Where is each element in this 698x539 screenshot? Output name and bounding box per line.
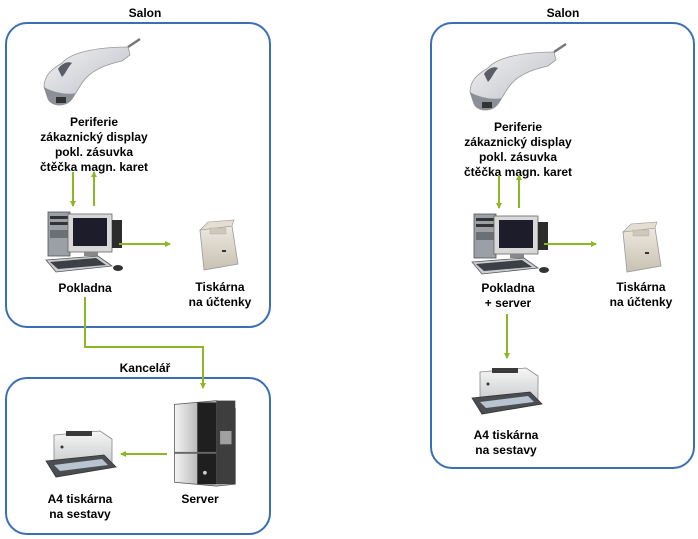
barcode-scanner-icon: [458, 40, 568, 115]
receipt-printer-line: Tiskárna: [616, 280, 666, 294]
server-line: Server: [181, 492, 219, 506]
tower-server-icon: [163, 393, 243, 488]
right-peripherals-label: Periferie zákaznický display pokl. zásuv…: [446, 120, 590, 180]
left-pos-label: Pokladna: [45, 281, 125, 296]
peripherals-line: pokl. zásuvka: [478, 150, 558, 164]
left-a4-printer-label: A4 tiskárna na sestavy: [30, 492, 130, 522]
peripherals-line: zákaznický display: [40, 130, 148, 144]
receipt-printer-line: na účtenky: [609, 295, 673, 309]
peripherals-line: čtěčka magn. karet: [463, 165, 573, 179]
peripherals-line: pokl. zásuvka: [54, 145, 134, 159]
server-label: Server: [160, 492, 240, 507]
peripherals-line: Periferie: [69, 115, 119, 129]
office-title: Kancelář: [119, 361, 171, 375]
pos-line: + server: [484, 296, 532, 310]
desktop-computer-icon: [42, 210, 132, 275]
right-pos-label: Pokladna + server: [468, 281, 548, 311]
peripherals-line: Periferie: [493, 120, 543, 134]
receipt-printer-icon: [192, 218, 242, 278]
right-receipt-printer-label: Tiskárna na účtenky: [596, 280, 686, 310]
receipt-printer-line: Tiskárna: [195, 280, 245, 294]
laser-printer-icon: [40, 425, 120, 485]
a4-printer-line: A4 tiskárna: [473, 428, 539, 442]
left-salon-title: Salon: [128, 6, 162, 20]
laser-printer-icon: [466, 362, 546, 422]
a4-printer-line: na sestavy: [49, 507, 111, 521]
right-a4-printer-label: A4 tiskárna na sestavy: [456, 428, 556, 458]
left-receipt-printer-label: Tiskárna na účtenky: [175, 280, 265, 310]
peripherals-line: čtěčka magn. karet: [39, 160, 149, 174]
pos-line: Pokladna: [58, 281, 112, 295]
barcode-scanner-icon: [32, 35, 142, 110]
desktop-computer-icon: [468, 212, 558, 277]
a4-printer-line: na sestavy: [475, 443, 537, 457]
right-salon-title: Salon: [546, 6, 580, 20]
pos-line: Pokladna: [481, 281, 535, 295]
left-peripherals-label: Periferie zákaznický display pokl. zásuv…: [22, 115, 166, 175]
a4-printer-line: A4 tiskárna: [47, 492, 113, 506]
peripherals-line: zákaznický display: [464, 135, 572, 149]
receipt-printer-line: na účtenky: [188, 295, 252, 309]
receipt-printer-icon: [615, 220, 665, 280]
